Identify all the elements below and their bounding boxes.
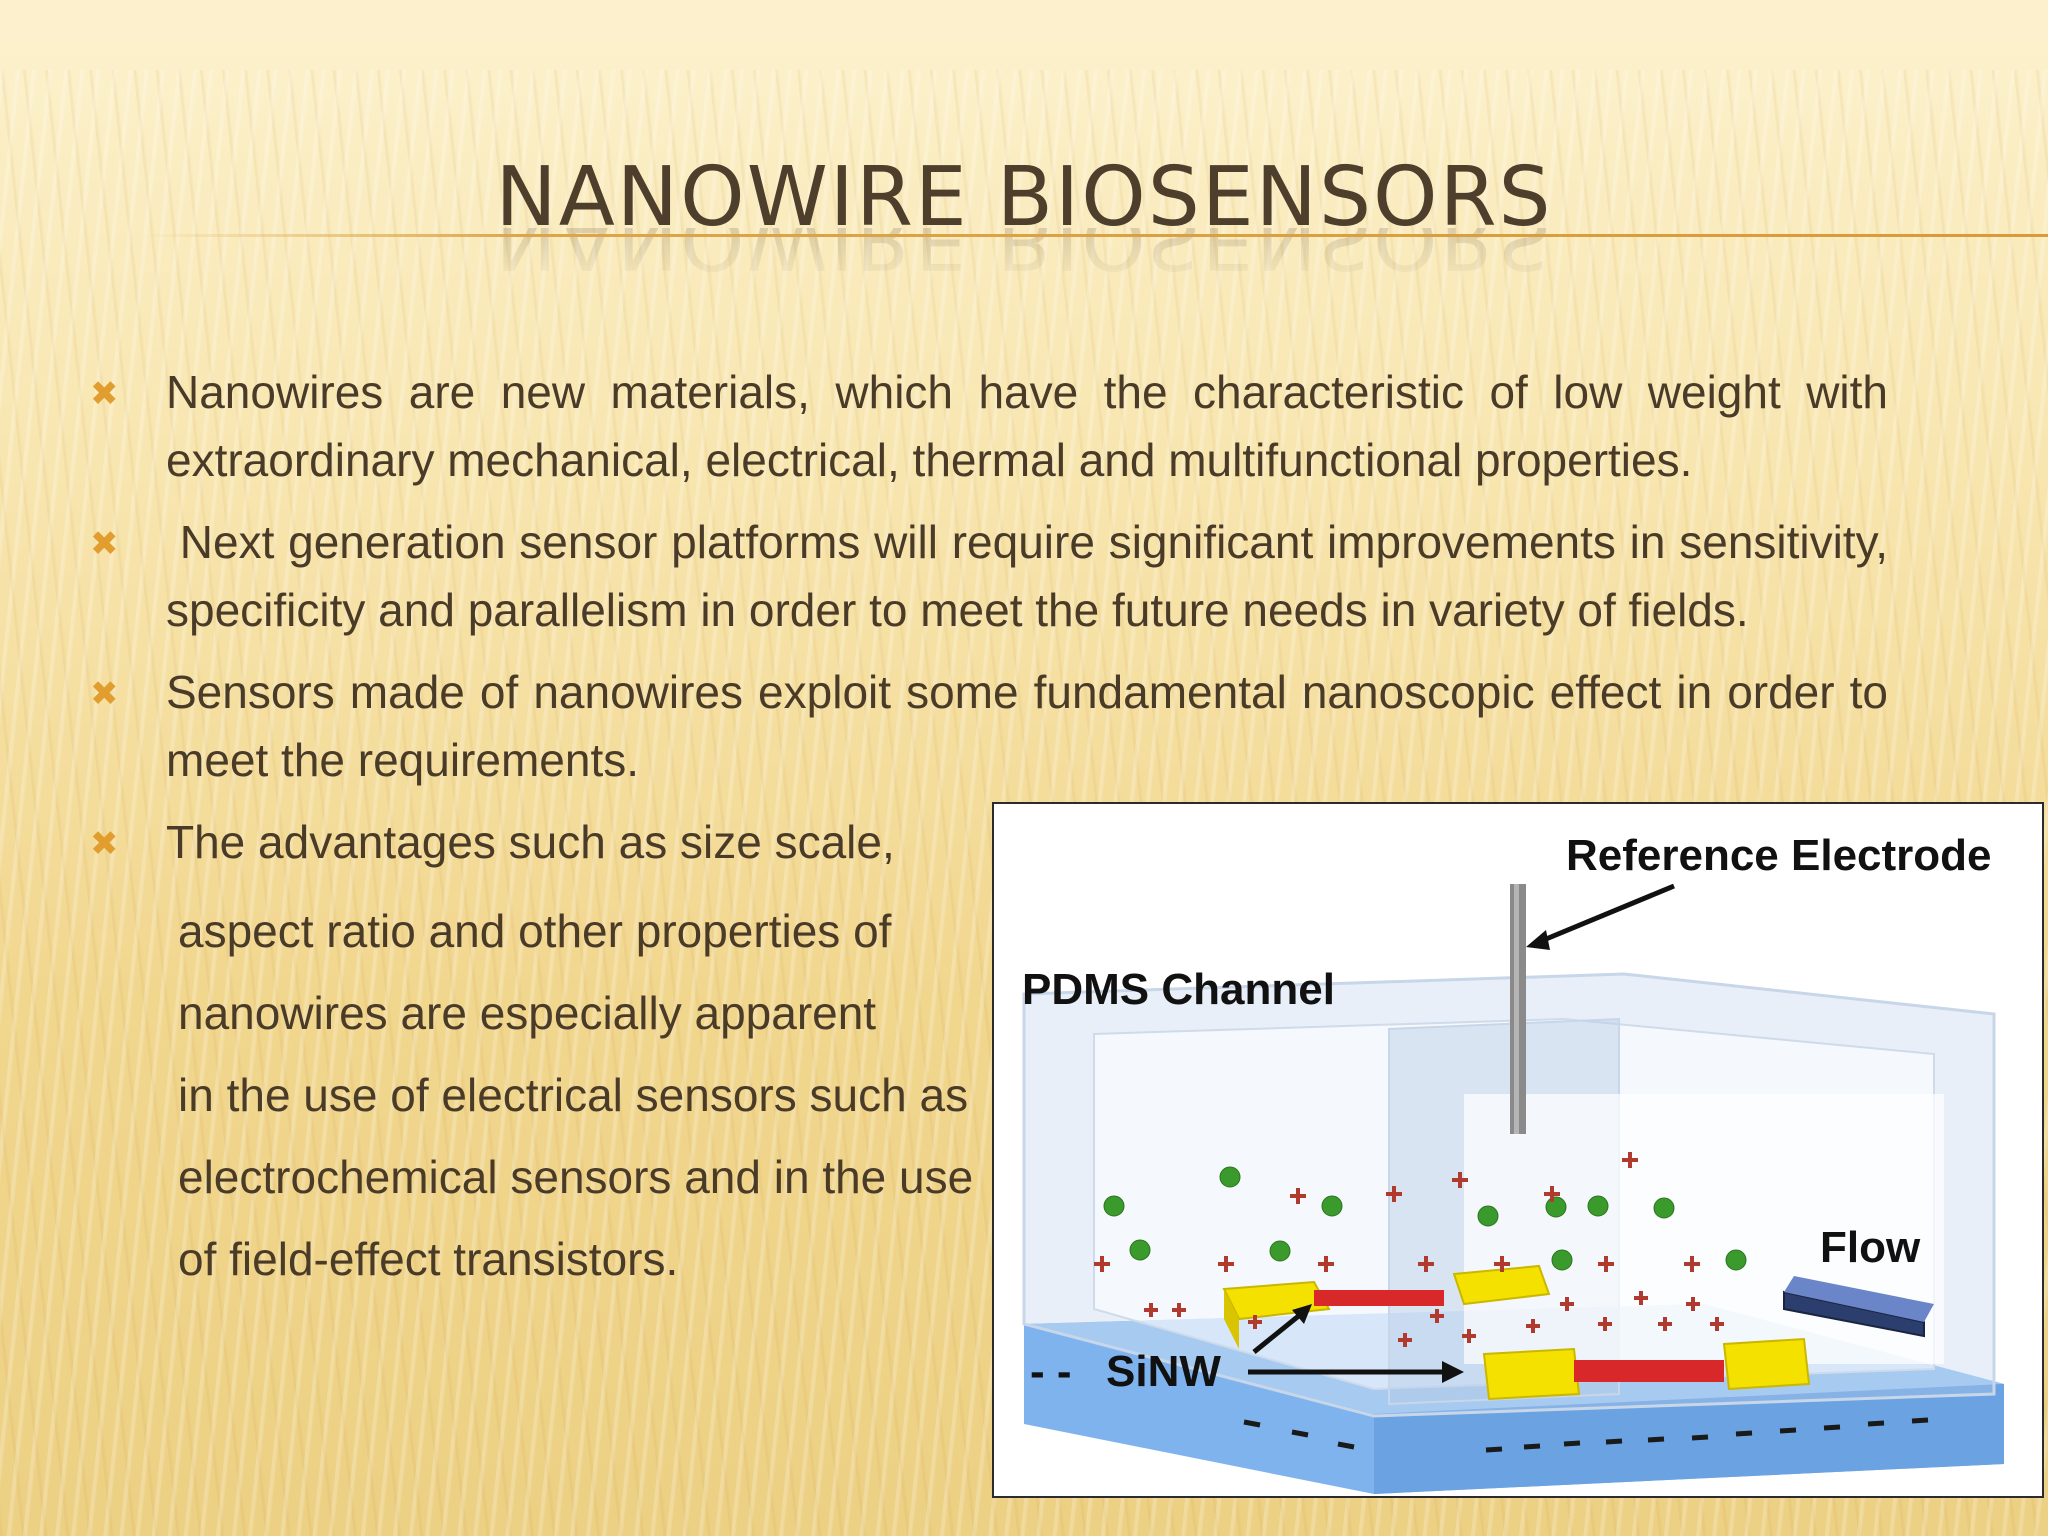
sinw-label: SiNW: [1106, 1347, 1221, 1396]
negative-ion: [1545, 1196, 1567, 1218]
positive-ion: [1248, 1315, 1262, 1329]
positive-ion: [1684, 1256, 1700, 1272]
negative-ion: [1219, 1166, 1241, 1188]
contact-pad: [1722, 1337, 1811, 1391]
positive-ion: [1494, 1256, 1510, 1272]
positive-ion: [1144, 1303, 1158, 1317]
negative-ion: [1653, 1197, 1675, 1219]
negative-ion: [1551, 1249, 1573, 1271]
charge-dash: [1485, 1446, 1503, 1453]
contact-pad: [1482, 1347, 1581, 1401]
positive-ion: [1290, 1188, 1306, 1204]
positive-ion: [1598, 1256, 1614, 1272]
positive-ion: [1544, 1186, 1560, 1202]
positive-ion: [1418, 1256, 1434, 1272]
surface-charges: [1243, 1417, 1929, 1453]
positive-ion: [1462, 1329, 1476, 1343]
charge-dash: [1337, 1441, 1355, 1450]
positive-ion: [1686, 1297, 1700, 1311]
bullet-x-icon: ✖: [90, 525, 119, 563]
charge-dash: [1563, 1440, 1581, 1447]
flow-arrow: [1783, 1290, 1925, 1338]
sinw-arrow-back: [1252, 1308, 1308, 1354]
positive-ion: [1598, 1317, 1612, 1331]
negative-ion: [1587, 1195, 1609, 1217]
slide-title-reflection: NANOWIRE BIOSENSORS: [495, 228, 1553, 286]
sinw-arrowhead: [1292, 1304, 1312, 1324]
flow-arrow-top: [1784, 1276, 1934, 1322]
bullet-text-line: electrochemical sensors and in the use: [178, 1151, 974, 1203]
charge-dash: [1291, 1429, 1309, 1438]
bullet-text: Nanowires are new materials, which have …: [166, 366, 1888, 486]
charge-dash: [1823, 1424, 1841, 1431]
charge-dash: [1779, 1427, 1797, 1434]
positive-ion: [1094, 1256, 1110, 1272]
charge-dash: [1523, 1443, 1541, 1450]
negative-ions: [1103, 1166, 1747, 1271]
negative-ion: [1725, 1249, 1747, 1271]
negative-ion: [1103, 1195, 1125, 1217]
reference-electrode-label: Reference Electrode: [1566, 831, 1992, 880]
bullet-text: Next generation sensor platforms will re…: [166, 516, 1901, 636]
negative-ion: [1269, 1240, 1291, 1262]
contact-pad: [1452, 1264, 1551, 1306]
bullet-text-line: in the use of electrical sensors such as: [178, 1069, 969, 1121]
positive-ion: [1398, 1333, 1412, 1347]
diagram-svg: Reference Electrode PDMS Channel Flow Si…: [1022, 831, 2004, 1494]
bullet-item: ✖ Nanowires are new materials, which hav…: [88, 358, 1888, 494]
title-underline: [140, 234, 2048, 237]
nanowire-sensor-diagram: Reference Electrode PDMS Channel Flow Si…: [992, 802, 2044, 1498]
slide-title: NANOWIRE BIOSENSORS: [495, 150, 1553, 245]
bullet-x-icon: ✖: [90, 375, 119, 413]
pdms-channel-label: PDMS Channel: [1022, 965, 1335, 1014]
positive-ions: [1094, 1152, 1724, 1347]
surface-charge-label: - -: [1030, 1347, 1072, 1396]
background-top-fade: [0, 0, 2048, 140]
bullet-item: ✖ The advantages such as size scale, asp…: [88, 808, 1888, 1300]
positive-ion: [1386, 1186, 1402, 1202]
positive-ion: [1710, 1317, 1724, 1331]
positive-ion: [1658, 1317, 1672, 1331]
reference-arrow: [1533, 883, 1675, 947]
sinw-arrowhead: [1442, 1361, 1464, 1383]
positive-ion: [1526, 1319, 1540, 1333]
bullet-text-line: nanowires are especially apparent: [178, 987, 877, 1039]
bullet-text-line: of field-effect transistors.: [178, 1233, 679, 1285]
charge-dash: [1605, 1438, 1623, 1445]
bullet-text: The advantages such as size scale,: [166, 816, 895, 868]
negative-ion: [1321, 1195, 1343, 1217]
bullet-text-line: aspect ratio and other properties of: [178, 905, 892, 957]
positive-ion: [1218, 1256, 1234, 1272]
positive-ion: [1634, 1291, 1648, 1305]
nanowire-back: [1314, 1290, 1444, 1306]
reference-arrowhead: [1526, 930, 1550, 950]
charge-dash: [1691, 1434, 1709, 1441]
positive-ion: [1622, 1152, 1638, 1168]
positive-ion: [1452, 1172, 1468, 1188]
bullet-text-block: The advantages such as size scale, aspec…: [166, 808, 1066, 1300]
bullet-x-icon: ✖: [90, 675, 119, 713]
charge-dash: [1647, 1436, 1665, 1443]
positive-ion: [1560, 1297, 1574, 1311]
flow-label: Flow: [1820, 1223, 1921, 1272]
nanowire-front: [1574, 1360, 1724, 1382]
negative-ion: [1477, 1205, 1499, 1227]
electrode-highlight: [1514, 884, 1519, 1134]
charge-dash: [1911, 1417, 1929, 1424]
bullet-item: ✖ Sensors made of nanowires exploit some…: [88, 658, 1888, 794]
positive-ion: [1430, 1309, 1444, 1323]
positive-ion: [1318, 1256, 1334, 1272]
positive-ion: [1172, 1303, 1186, 1317]
charge-dash: [1867, 1420, 1885, 1427]
charge-dash: [1243, 1419, 1261, 1428]
charge-dash: [1735, 1430, 1753, 1437]
bullet-list: ✖ Nanowires are new materials, which hav…: [88, 358, 1888, 1314]
negative-ion: [1129, 1239, 1151, 1261]
contact-pad-side: [1224, 1289, 1239, 1349]
bullet-text: Sensors made of nanowires exploit some f…: [166, 666, 1888, 786]
bullet-x-icon: ✖: [90, 825, 119, 863]
bullet-item: ✖ Next generation sensor platforms will …: [88, 508, 1888, 644]
